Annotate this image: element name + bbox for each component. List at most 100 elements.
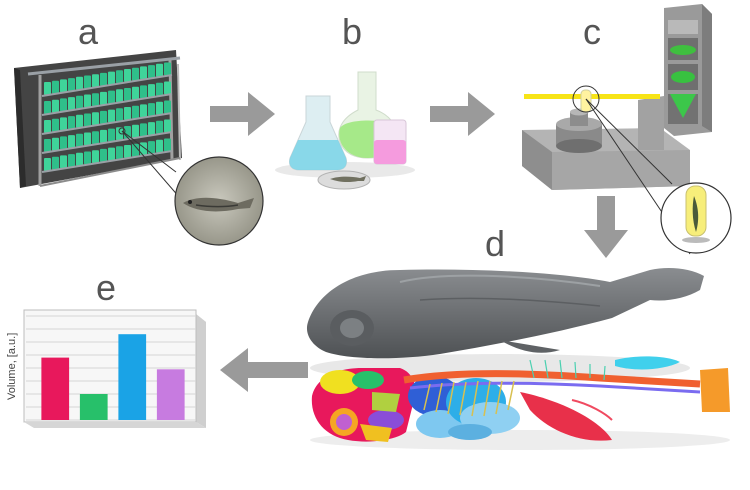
rack-shelf bbox=[41, 93, 173, 116]
fish-tank bbox=[140, 104, 147, 118]
fish-tank bbox=[116, 89, 123, 103]
fish-tank bbox=[108, 147, 115, 161]
fish-tank-rack-icon bbox=[14, 50, 207, 229]
fish-tank bbox=[124, 107, 131, 120]
fish-tank bbox=[100, 72, 107, 86]
microct-scanner-icon bbox=[522, 4, 712, 255]
panel-label-c: c bbox=[583, 11, 601, 52]
fish-tank bbox=[76, 114, 83, 128]
fish-tank bbox=[108, 71, 115, 85]
fish-tank bbox=[140, 66, 147, 80]
fish-tank bbox=[116, 127, 123, 141]
fish-tank bbox=[132, 67, 139, 81]
fish-tank bbox=[132, 86, 139, 100]
fish-tank bbox=[148, 122, 155, 136]
fish-tank bbox=[100, 91, 107, 105]
fish-tank bbox=[108, 128, 115, 142]
fish-tank bbox=[60, 98, 67, 112]
panel-label-d: d bbox=[485, 223, 506, 264]
fish-3d-segmentation-icon bbox=[310, 356, 730, 450]
zebrafish-photo-inset bbox=[174, 156, 264, 246]
fish-tank bbox=[44, 158, 51, 171]
arrow-b-to-c bbox=[430, 92, 495, 136]
fish-tank bbox=[148, 65, 155, 79]
fish-tank bbox=[76, 152, 83, 166]
panel-label-b: b bbox=[342, 11, 363, 52]
rack-shelf bbox=[41, 131, 173, 154]
arrow-c-to-d bbox=[584, 196, 628, 258]
fish-tank bbox=[164, 138, 171, 152]
fish-tank bbox=[100, 148, 107, 162]
fish-tank bbox=[164, 100, 171, 114]
fish-tank bbox=[164, 81, 171, 95]
fish-tank bbox=[108, 90, 115, 104]
fish-tank bbox=[52, 118, 59, 132]
fish-tank bbox=[76, 76, 83, 90]
fish-tank bbox=[116, 146, 123, 160]
fish-tank bbox=[148, 141, 155, 155]
arrow-d-to-e bbox=[220, 348, 308, 392]
fish-tank bbox=[164, 62, 171, 76]
fish-tank bbox=[116, 70, 123, 84]
fish-tank bbox=[52, 99, 59, 113]
fish-tank bbox=[44, 101, 51, 114]
chart-bar-2 bbox=[79, 394, 108, 420]
fish-tank bbox=[68, 154, 75, 168]
fish-tank bbox=[132, 124, 139, 138]
fish-tank bbox=[60, 79, 67, 93]
fish-tank bbox=[140, 85, 147, 99]
fish-tank bbox=[68, 135, 75, 149]
sample-tube-inset bbox=[660, 182, 732, 254]
fish-tank bbox=[100, 110, 107, 124]
fish-tank bbox=[52, 137, 59, 151]
fish-tank bbox=[140, 123, 147, 137]
fish-tank bbox=[84, 132, 91, 146]
chart-bar-4 bbox=[156, 369, 185, 420]
fish-tank bbox=[156, 101, 163, 115]
chart-bar-3 bbox=[118, 334, 147, 420]
fish-tank bbox=[84, 94, 91, 108]
chart-y-axis-label: Volume, [a.u.] bbox=[6, 332, 18, 400]
fish-tank bbox=[92, 93, 99, 107]
fish-tank bbox=[156, 82, 163, 96]
fish-tank bbox=[60, 117, 67, 131]
fish-tank bbox=[60, 136, 67, 150]
fish-tank bbox=[148, 103, 155, 117]
fish-tank bbox=[124, 69, 131, 82]
lab-glassware-icon bbox=[275, 71, 415, 190]
rack-shelf bbox=[41, 150, 173, 173]
fish-tank bbox=[52, 156, 59, 170]
fish-tank bbox=[148, 84, 155, 98]
fish-tank bbox=[68, 97, 75, 111]
fish-tank bbox=[124, 88, 131, 101]
fish-tank bbox=[52, 80, 59, 94]
fish-tank bbox=[76, 95, 83, 109]
fish-tank bbox=[92, 131, 99, 145]
panel-label-e: e bbox=[96, 267, 117, 308]
fish-tank bbox=[156, 63, 163, 77]
fish-tank bbox=[164, 119, 171, 133]
arrow-a-to-b bbox=[210, 92, 275, 136]
fish-tank bbox=[92, 150, 99, 164]
fish-tank bbox=[44, 82, 51, 95]
fish-tank bbox=[132, 143, 139, 157]
fish-tank bbox=[156, 120, 163, 134]
rack-shelf bbox=[41, 74, 173, 97]
fish-tank bbox=[44, 120, 51, 133]
fish-tank bbox=[116, 108, 123, 122]
fish-tank bbox=[68, 116, 75, 130]
fish-tank bbox=[124, 145, 131, 158]
fish-tank bbox=[132, 105, 139, 119]
fish-tank bbox=[84, 75, 91, 89]
rack-shelf bbox=[41, 112, 173, 135]
fish-tank bbox=[84, 151, 91, 165]
fish-tank bbox=[84, 113, 91, 127]
chart-bars bbox=[41, 334, 185, 420]
fish-tank bbox=[44, 139, 51, 152]
panel-label-a: a bbox=[78, 11, 99, 52]
fish-tank bbox=[60, 155, 67, 169]
fish-tank bbox=[100, 129, 107, 143]
fish-tank bbox=[108, 109, 115, 123]
fish-tank bbox=[76, 133, 83, 147]
